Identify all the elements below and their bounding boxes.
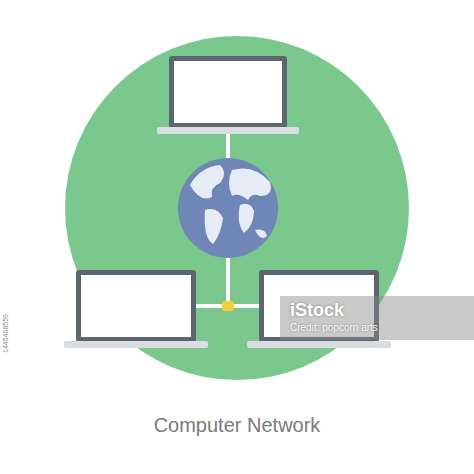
globe bbox=[178, 158, 278, 258]
watermark-brand: iStock bbox=[290, 300, 344, 321]
junction bbox=[222, 301, 234, 311]
green-disc bbox=[65, 36, 409, 380]
laptop-top bbox=[157, 56, 299, 134]
caption: Computer Network bbox=[0, 414, 474, 437]
laptop-left bbox=[64, 270, 208, 348]
watermark-credit: Credit: popcorn arts bbox=[290, 322, 378, 333]
watermark-band bbox=[280, 296, 474, 340]
watermark-id: 1445408559 bbox=[2, 314, 9, 353]
